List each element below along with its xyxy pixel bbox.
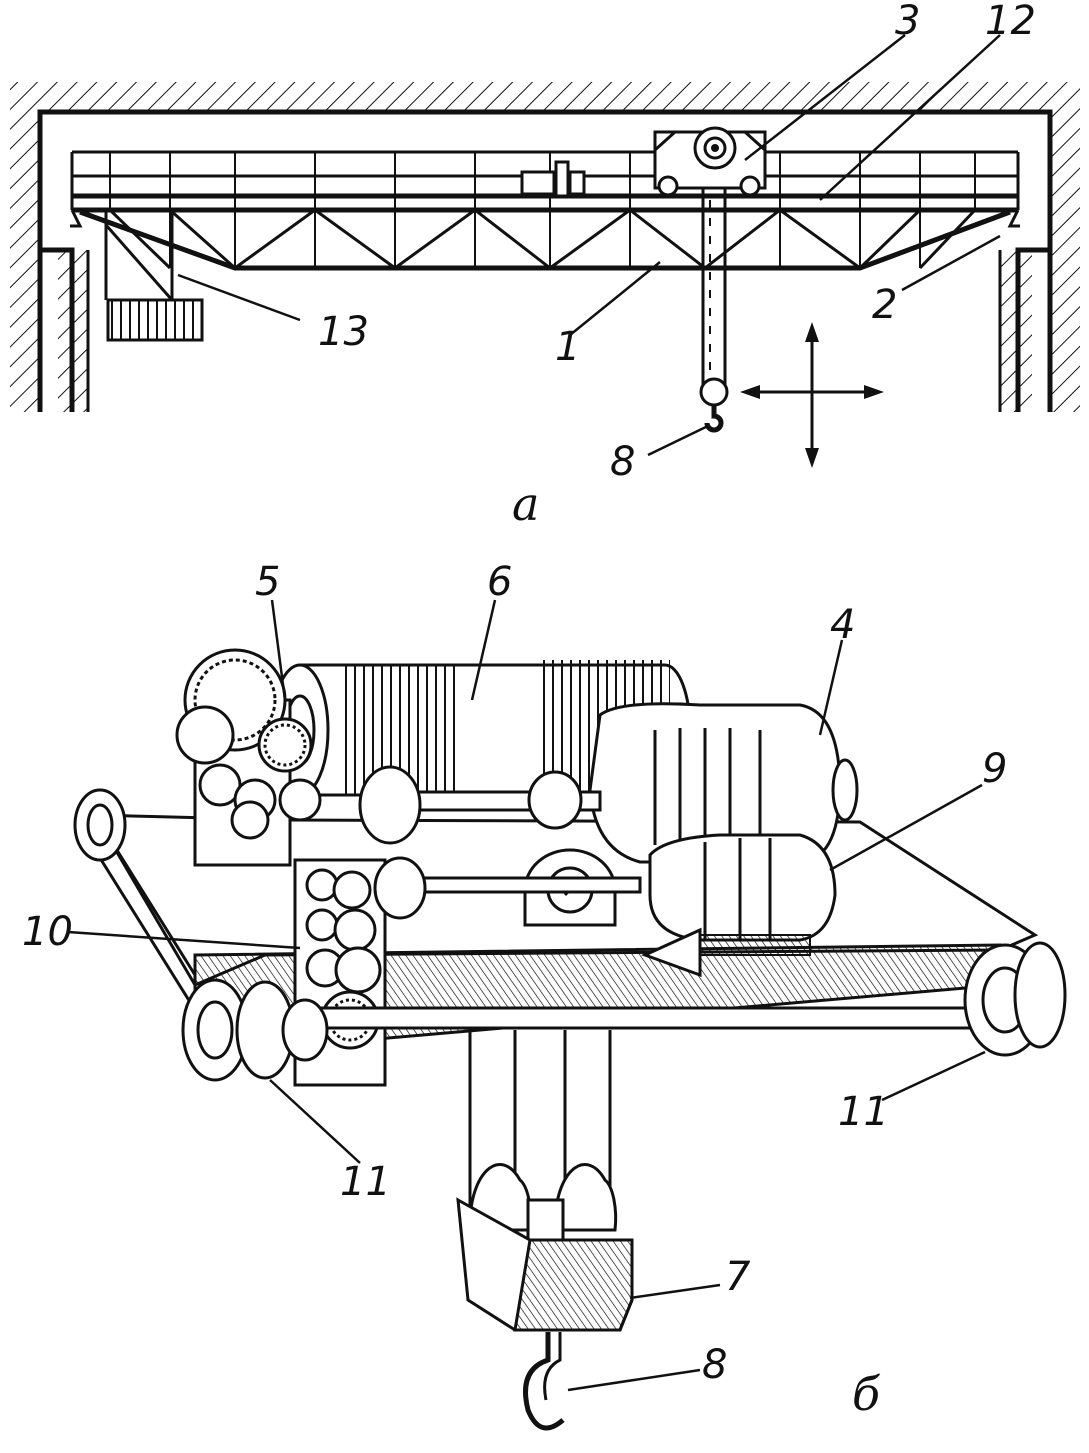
operator-cabin [104,210,204,342]
left-wall-hatch [10,112,40,412]
trolley-isometric: 5 6 4 9 10 11 11 7 8 б [22,559,1067,1431]
hook-rope [699,188,729,433]
label-5: 5 [255,559,280,605]
label-6: 6 [487,559,512,605]
travel-motor [641,833,837,978]
label-7: 7 [725,1254,751,1300]
caption-a: a [512,477,539,531]
hoisting-ropes [468,1030,612,1210]
bridge-drive [520,160,586,198]
hook-block [456,1163,634,1431]
motion-arrows [740,322,884,468]
hoist-shaft [358,765,602,845]
label-8a: 8 [610,439,635,485]
label-10: 10 [22,909,73,955]
bridge-girder [70,150,1020,271]
gear-reducer [175,648,322,867]
label-9: 9 [982,746,1007,792]
label-8b: 8 [702,1342,727,1388]
building-outline [37,109,1053,412]
front-axle [308,1006,1012,1030]
wheels [73,788,1067,1082]
leaders-b [67,599,986,1392]
label-13: 13 [318,309,369,355]
label-4: 4 [830,602,855,648]
label-1: 1 [555,324,580,370]
travel-shaft [418,876,642,894]
right-wall-hatch [1050,112,1080,412]
label-11-right: 11 [838,1089,889,1135]
ceiling-hatch [10,82,1080,112]
label-11-left: 11 [340,1159,391,1205]
leaders-a [177,34,1001,457]
label-3: 3 [895,0,920,44]
end-wheels [70,209,1020,228]
label-2: 2 [872,282,897,328]
overhead-crane-elevation: 3 12 2 1 13 8 a [10,0,1080,531]
hoist-motor [588,702,859,864]
trolley [653,126,767,197]
caption-b: б [852,1367,881,1421]
label-12: 12 [985,0,1036,44]
